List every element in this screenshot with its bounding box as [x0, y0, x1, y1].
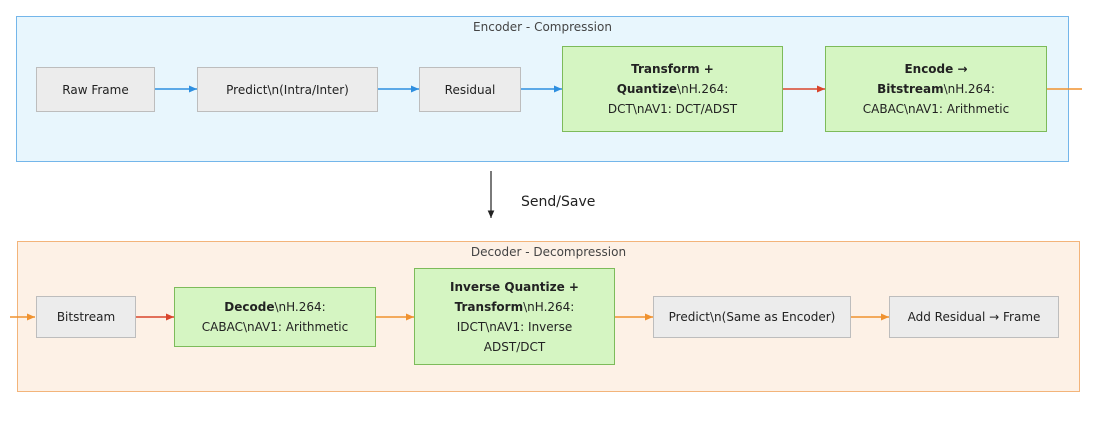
encoder-group-title: Encoder - Compression	[473, 20, 612, 34]
decode-details: CABAC\nAV1: Arithmetic	[201, 320, 349, 334]
node-add-residual-label: Add Residual → Frame	[907, 310, 1041, 324]
node-raw-frame-label: Raw Frame	[62, 82, 129, 97]
node-bitstream-label: Bitstream	[56, 310, 116, 324]
node-decode: Decode\nH.264: CABAC\nAV1: Arithmetic	[174, 287, 376, 347]
transform-title: Transform +	[631, 62, 714, 76]
node-encode-bitstream: Encode → Bitstream\nH.264: CABAC\nAV1: A…	[825, 46, 1047, 132]
transform-details: DCT\nAV1: DCT/ADST	[607, 102, 738, 116]
node-predict-label: Predict\n(Intra/Inter)	[226, 82, 349, 97]
encode-h264: \nH.264:	[943, 82, 995, 96]
bitstream-title: Bitstream	[877, 82, 944, 96]
node-predict: Predict\n(Intra/Inter)	[197, 67, 378, 112]
decode-title: Decode	[224, 300, 275, 314]
inverse-details: IDCT\nAV1: Inverse	[456, 319, 573, 334]
encode-title: Encode →	[904, 62, 968, 76]
quantize-title: Quantize	[616, 82, 678, 96]
node-residual-label: Residual	[444, 82, 496, 97]
decoder-group-title: Decoder - Decompression	[470, 245, 627, 259]
inverse-title: Inverse Quantize +	[450, 279, 579, 294]
node-predict-same: Predict\n(Same as Encoder)	[653, 296, 851, 338]
decode-h264: \nH.264:	[274, 300, 326, 314]
node-residual: Residual	[419, 67, 521, 112]
node-bitstream: Bitstream	[36, 296, 136, 338]
node-transform-quantize: Transform + Quantize\nH.264: DCT\nAV1: D…	[562, 46, 783, 132]
inverse-details-2: ADST/DCT	[483, 339, 546, 354]
node-predict-same-label: Predict\n(Same as Encoder)	[668, 310, 836, 324]
inverse-h264: \nH.264:	[523, 299, 575, 314]
node-inverse-quantize: Inverse Quantize + Transform\nH.264: IDC…	[414, 268, 615, 365]
inverse-transform-title: Transform	[454, 299, 524, 314]
node-raw-frame: Raw Frame	[36, 67, 155, 112]
send-save-label: Send/Save	[521, 194, 596, 210]
transform-h264: \nH.264:	[677, 82, 729, 96]
encode-details: CABAC\nAV1: Arithmetic	[862, 102, 1010, 116]
node-add-residual: Add Residual → Frame	[889, 296, 1059, 338]
